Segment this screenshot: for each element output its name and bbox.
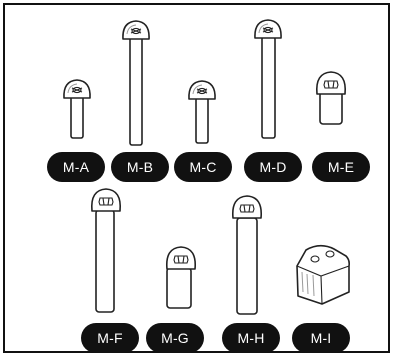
screw-m-d bbox=[254, 19, 282, 139]
screw-m-e bbox=[315, 71, 347, 125]
label-m-b: M-B bbox=[111, 152, 169, 182]
screw-m-f bbox=[90, 188, 122, 313]
label-m-a: M-A bbox=[47, 152, 105, 182]
screw-m-h bbox=[231, 195, 263, 315]
label-m-c: M-C bbox=[174, 152, 232, 182]
label-m-i: M-I bbox=[292, 323, 350, 353]
label-m-d: M-D bbox=[244, 152, 302, 182]
screw-m-b bbox=[122, 20, 150, 146]
label-m-g: M-G bbox=[146, 323, 204, 353]
screw-m-a bbox=[63, 79, 91, 139]
label-m-h: M-H bbox=[222, 323, 280, 353]
screw-m-c bbox=[188, 80, 216, 144]
spacer-m-i bbox=[296, 244, 350, 305]
screw-m-g bbox=[165, 246, 197, 309]
label-m-f: M-F bbox=[81, 323, 139, 353]
label-m-e: M-E bbox=[312, 152, 370, 182]
